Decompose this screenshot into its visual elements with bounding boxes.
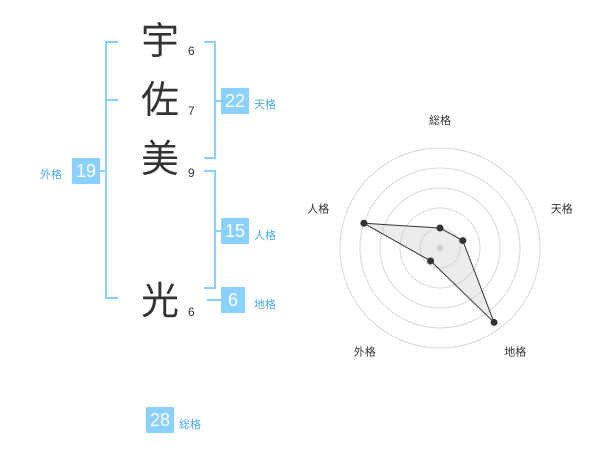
radar-point-総格 — [436, 224, 444, 232]
jinkaku-label: 人格 — [254, 229, 276, 242]
radar-axis-label: 外格 — [354, 345, 376, 359]
stroke-count-4: 6 — [188, 305, 195, 319]
radar-point-人格 — [360, 219, 368, 227]
stroke-count-2: 7 — [188, 104, 195, 118]
stroke-count-3: 9 — [188, 166, 195, 180]
stroke-count-1: 6 — [188, 44, 195, 58]
radar-axis-label: 地格 — [504, 345, 526, 359]
radar-axis-label: 総格 — [429, 113, 451, 127]
radar-point-外格 — [427, 257, 435, 265]
chikaku-badge: 6 — [221, 287, 245, 313]
gaikaku-badge: 19 — [72, 158, 100, 184]
jinkaku-badge: 15 — [221, 218, 249, 244]
name-char-4: 光 — [141, 279, 180, 323]
tenkaku-badge: 22 — [221, 88, 249, 114]
radar-point-天格 — [459, 237, 467, 245]
gaikaku-label: 外格 — [40, 168, 62, 181]
radar-ring-3 — [379, 187, 501, 309]
tenkaku-label: 天格 — [254, 98, 276, 111]
name-char-3: 美 — [141, 137, 180, 181]
soukaku-label: 総格 — [179, 418, 201, 431]
radar-center — [437, 245, 443, 251]
radar-series-polygon — [363, 222, 495, 323]
radar-ring-4 — [359, 167, 521, 329]
radar-axis-label: 人格 — [307, 201, 329, 215]
radar-point-地格 — [490, 318, 498, 326]
radar-axis-label: 天格 — [551, 201, 573, 215]
radar-ring-2 — [399, 207, 481, 289]
radar-ring-5 — [339, 147, 541, 349]
name-char-2: 佐 — [141, 78, 180, 122]
chikaku-label: 地格 — [254, 298, 276, 311]
name-char-1: 宇 — [141, 19, 180, 63]
soukaku-badge: 28 — [146, 407, 174, 433]
